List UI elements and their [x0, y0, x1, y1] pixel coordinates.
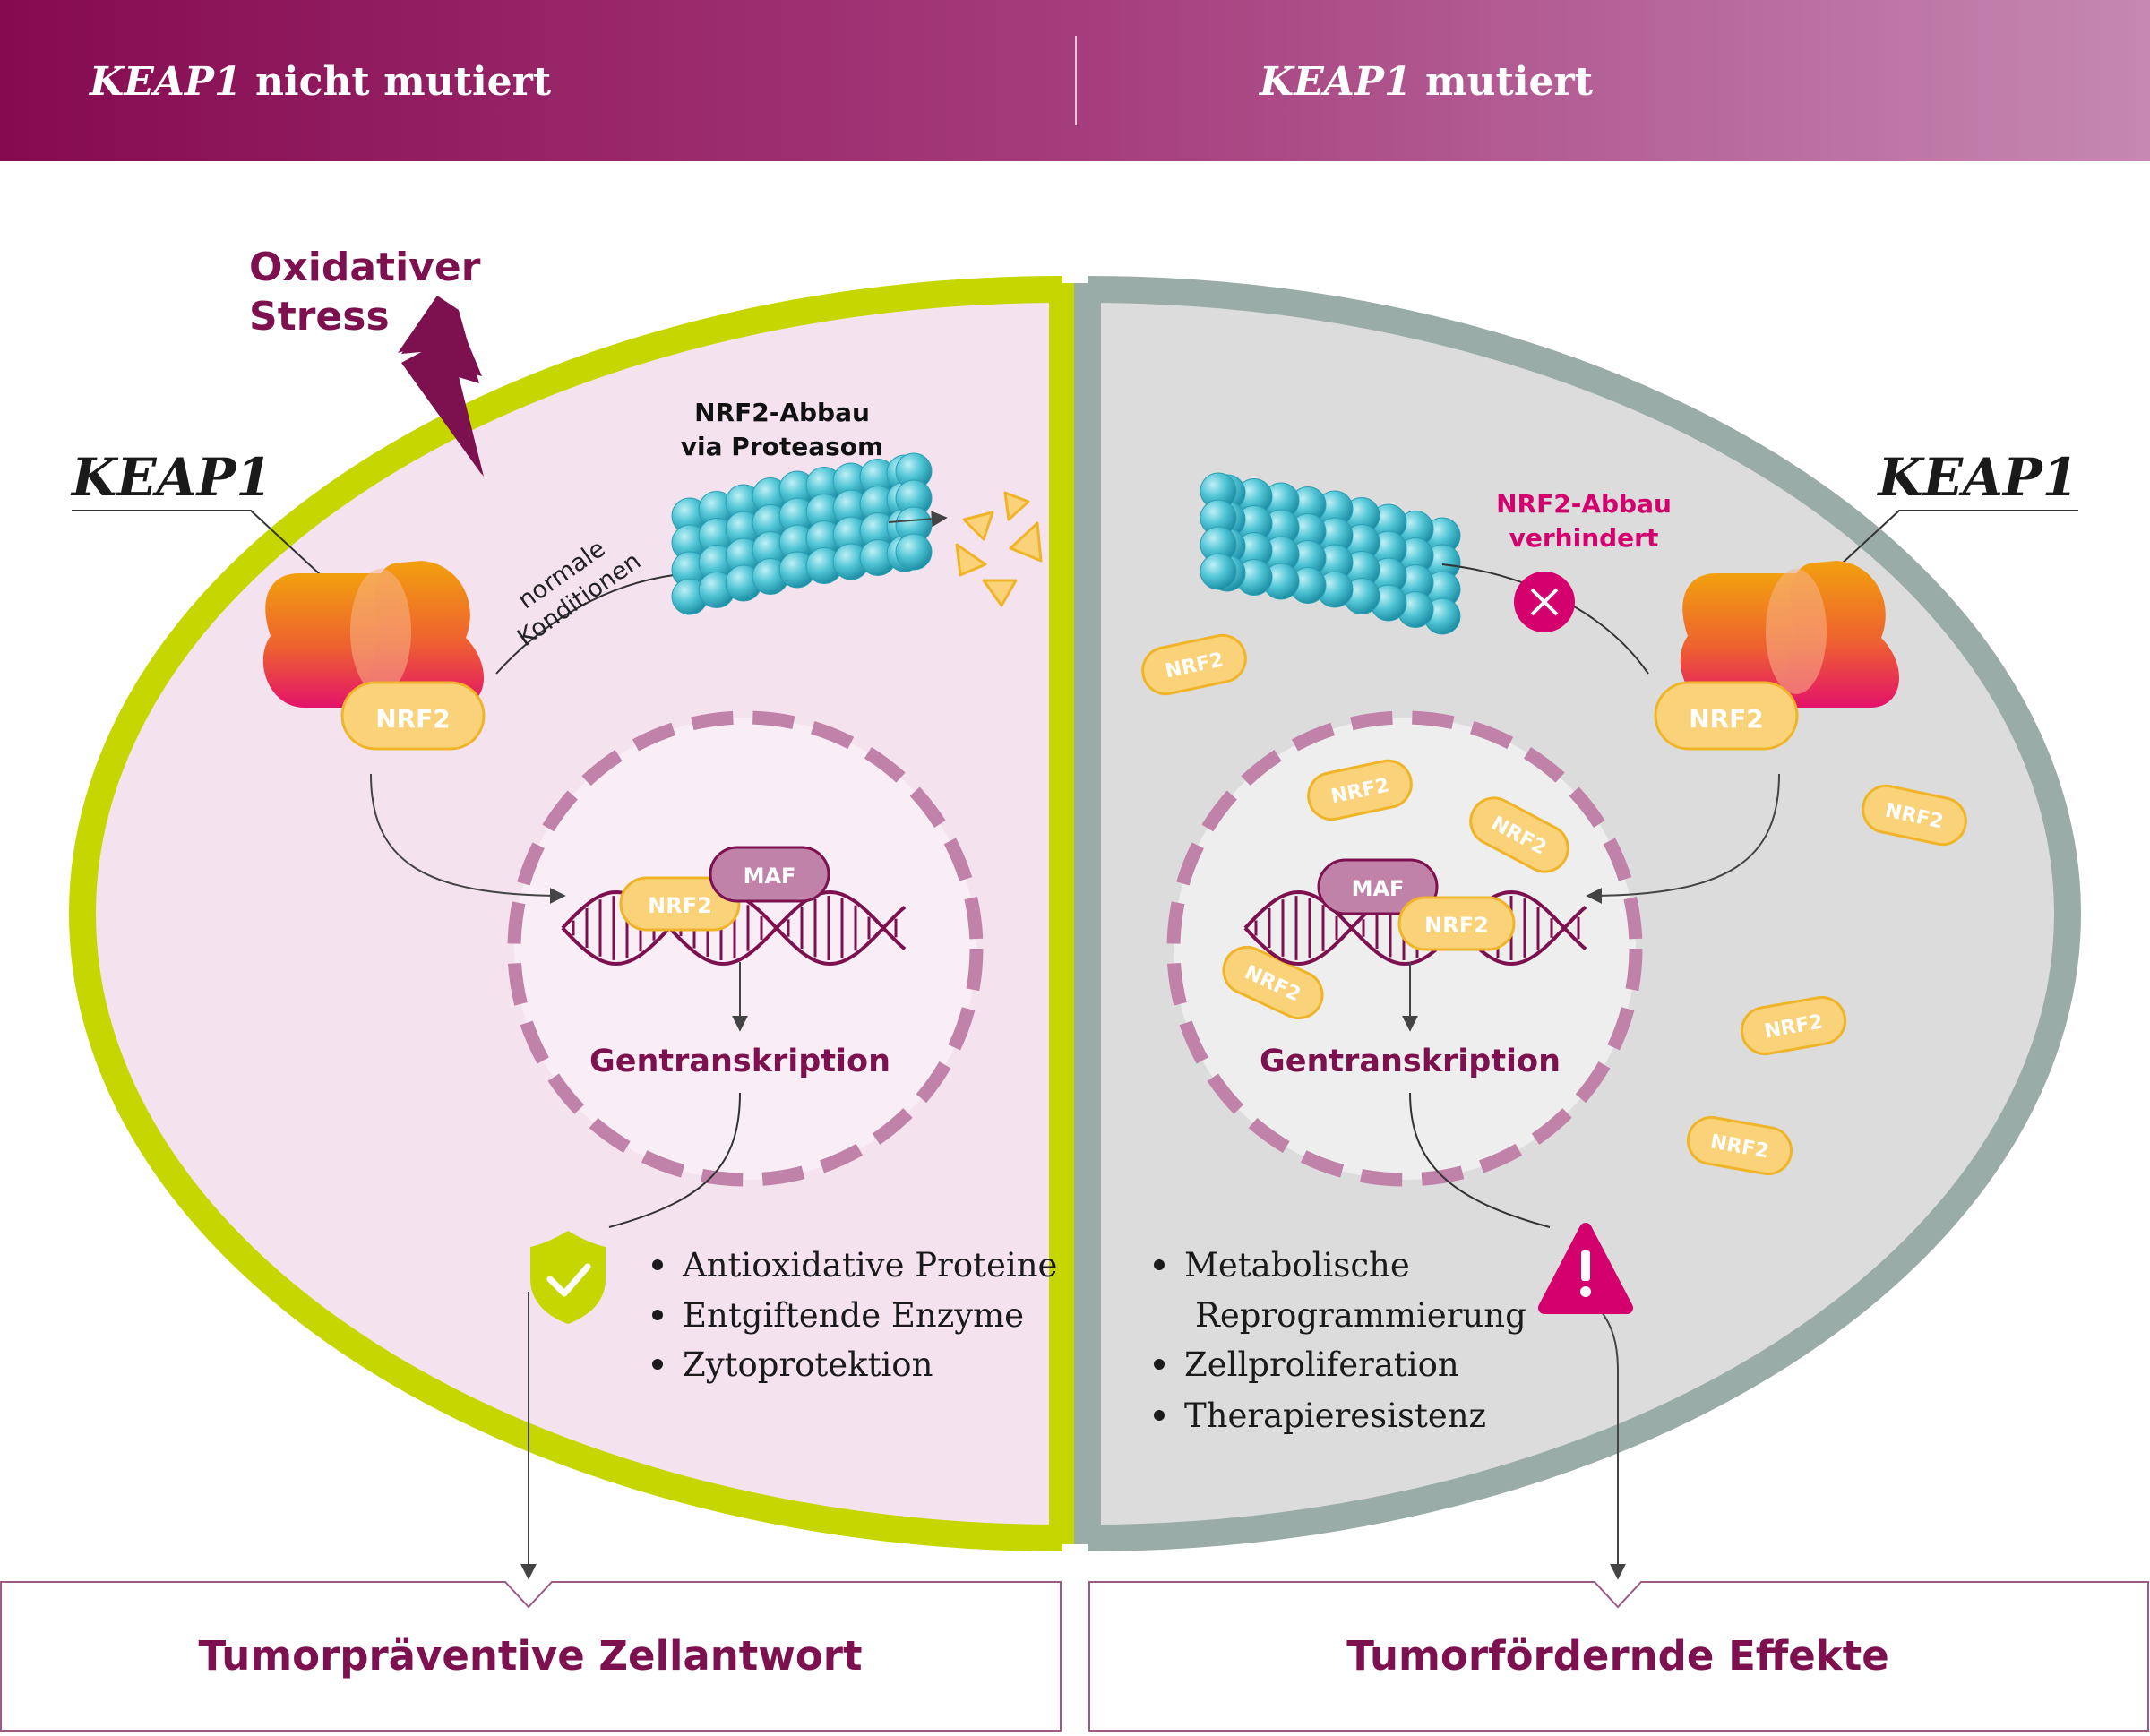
right-nrf2-bound	[1654, 681, 1799, 751]
free-nrf2-pill: NRF2	[1307, 759, 1413, 821]
left-nrf2-to-nucleus-arrow	[370, 773, 566, 904]
dna-strand	[561, 889, 907, 967]
left-bullet-3: Zytoprotektion	[683, 1345, 933, 1384]
right-bullets: Metabolische Reprogrammierung Zellprolif…	[1154, 1246, 1526, 1435]
shield-check-icon	[530, 1231, 606, 1324]
right-maf	[1317, 858, 1439, 915]
left-nrf2-bound	[340, 681, 486, 751]
right-nrf2-bound-label: NRF2	[1689, 704, 1764, 734]
right-nrf2-dna	[1398, 896, 1516, 951]
left-keap1-protein	[262, 561, 485, 708]
right-nrf2-to-nucleus-arrow	[1586, 773, 1780, 904]
right-bullet-2: Zellproliferation	[1184, 1345, 1459, 1384]
blocked-label-2: verhindert	[1509, 523, 1659, 553]
proteasome-label-1: NRF2-Abbau	[694, 398, 870, 427]
degradation-arrow	[888, 511, 948, 528]
left-bullet-1: Antioxidative Proteine	[682, 1246, 1057, 1285]
oxidative-stress-label: Oxidativer	[249, 245, 481, 290]
free-nrf2-pill: NRF2	[1862, 784, 1967, 847]
proteasome-subunit	[895, 533, 933, 571]
right-bullet-3: Therapieresistenz	[1184, 1397, 1486, 1435]
degraded-fragments-icon	[955, 491, 1043, 607]
right-proteasome-icon	[1200, 472, 1461, 635]
free-nrf2-pill: NRF2	[1222, 945, 1324, 1020]
left-result-label: Tumorpräventive Zellantwort	[198, 1632, 862, 1680]
proteasome-subunit	[1200, 553, 1237, 590]
left-nrf2-dna	[619, 876, 741, 932]
dna-strand	[1243, 889, 1587, 967]
right-result-box	[1088, 1581, 2149, 1732]
left-transcription-label: Gentranskription	[589, 1044, 890, 1079]
right-result-label: Tumorfördernde Effekte	[1346, 1632, 1889, 1680]
right-maf-label: MAF	[1352, 876, 1405, 901]
header-right-title: KEAP1 mutiert	[1258, 59, 1594, 105]
normal-conditions-path	[495, 574, 675, 675]
free-nrf2-pill: NRF2	[1141, 633, 1247, 696]
left-proteasome-icon	[671, 452, 933, 615]
right-keap1-label: KEAP1	[1876, 447, 2078, 508]
left-bullet-2: Entgiftende Enzyme	[683, 1296, 1024, 1335]
right-transcription-label: Gentranskription	[1260, 1044, 1561, 1079]
left-result-box	[0, 1581, 1062, 1732]
proteasome-label-2: via Proteasom	[681, 432, 883, 461]
right-nrf2-dna-label: NRF2	[1424, 913, 1489, 938]
left-nrf2-bound-label: NRF2	[375, 704, 451, 734]
right-result-path	[1599, 1309, 1626, 1580]
left-keap1-label: KEAP1	[70, 447, 272, 508]
header-left-title: KEAP1 nicht mutiert	[88, 59, 552, 105]
oxidative-stress-label-2: Stress	[249, 294, 390, 339]
right-outcome-path	[1409, 1092, 1551, 1228]
blocked-x-icon	[1514, 572, 1575, 632]
free-nrf2-pill: NRF2	[1686, 1115, 1793, 1176]
right-bullet-1: Metabolische	[1184, 1246, 1410, 1285]
blocked-label-1: NRF2-Abbau	[1496, 489, 1672, 519]
left-bullets: Antioxidative Proteine Entgiftende Enzym…	[652, 1246, 1057, 1384]
lightning-bolt-icon-main	[401, 297, 484, 477]
free-nrf2-group: NRF2 NRF2 NRF2 NRF2 NRF2 NRF2 NRF2	[1141, 633, 1967, 1176]
right-keap1-protein	[1680, 561, 1900, 708]
left-outcome-path	[608, 1092, 741, 1228]
left-maf-label: MAF	[744, 864, 796, 889]
right-bullet-1b: Reprogrammierung	[1195, 1296, 1526, 1335]
left-nucleus	[507, 710, 984, 1187]
left-maf	[709, 846, 830, 903]
left-nrf2-dna-label: NRF2	[648, 893, 712, 918]
free-nrf2-pill: NRF2	[1740, 995, 1847, 1056]
warning-icon	[1538, 1223, 1633, 1314]
